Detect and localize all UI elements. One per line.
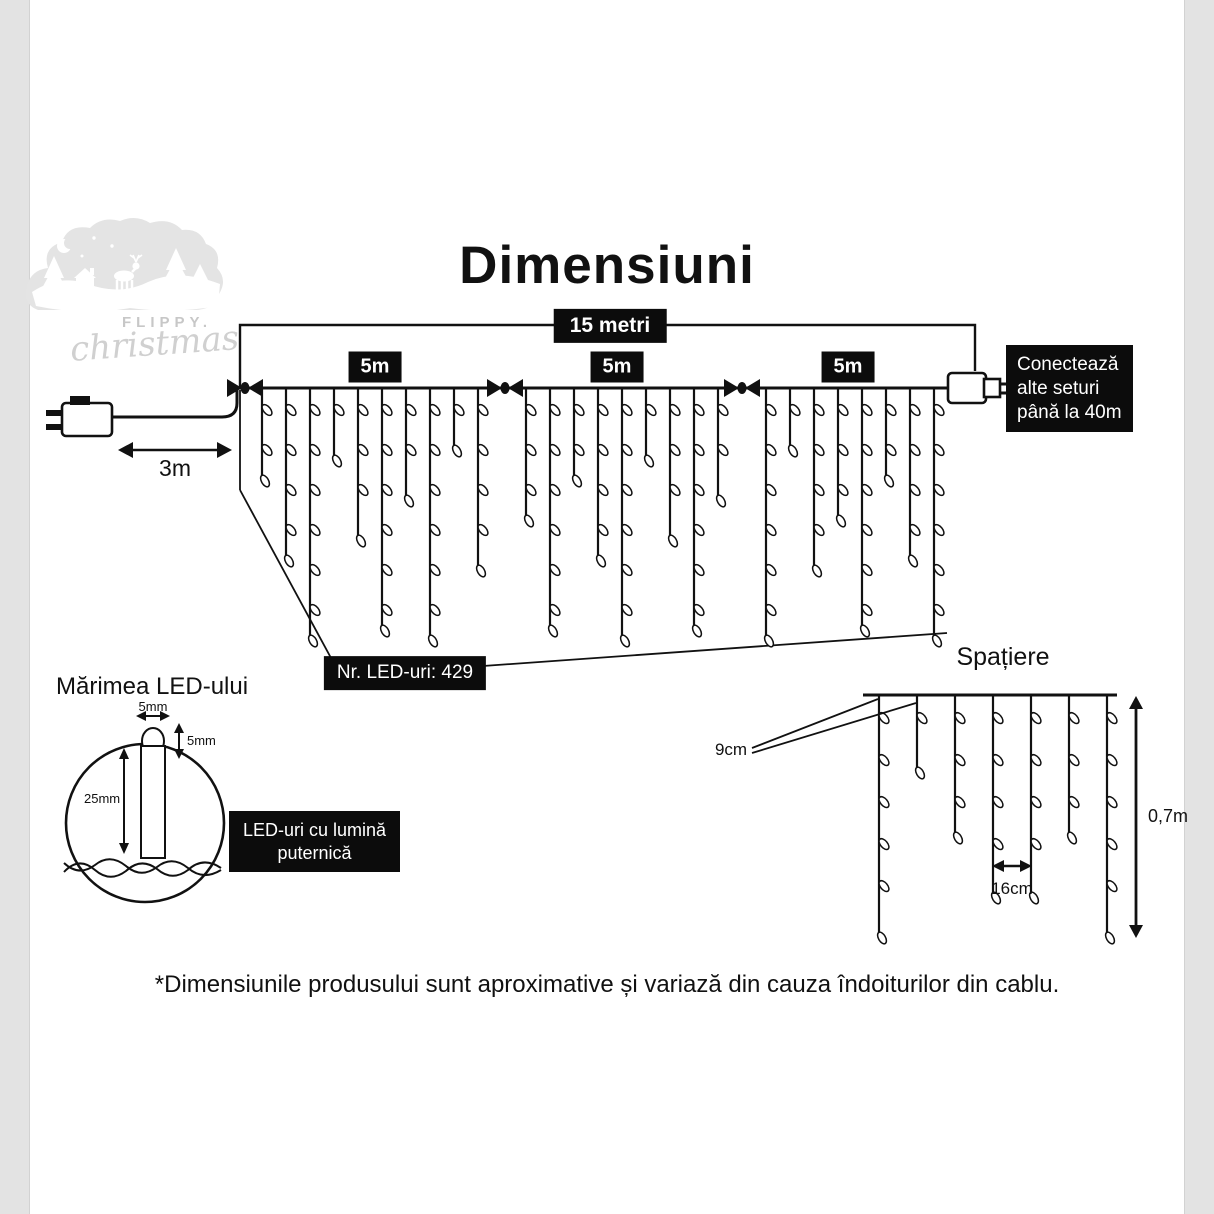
lead-length-label: 3m	[159, 455, 191, 481]
drop-height-label: 0,7m	[1148, 806, 1189, 826]
lead-length-arrow	[118, 442, 232, 458]
bulb-width-label: 5mm	[138, 699, 168, 714]
spacing-heading: Spațiere	[956, 643, 1050, 671]
bulb-width-arrow	[136, 711, 170, 721]
segment-badge-2: 5m	[590, 351, 644, 383]
segment-badge-3: 5m	[821, 351, 875, 383]
drop-height-arrow	[1129, 696, 1143, 938]
led-size-heading: Mărimea LED-ului	[56, 673, 249, 700]
led-illustration	[140, 727, 166, 859]
led-gap-label: 16cm	[991, 879, 1033, 898]
brand-logo: FLIPPY. christmas	[24, 212, 240, 380]
total-length-badge: 15 metri	[553, 308, 667, 344]
led-brightness-badge: LED-uri cu lumină puternică	[229, 811, 401, 872]
body-length-arrow	[119, 748, 129, 854]
lead-cord	[112, 389, 239, 419]
page-edge-right	[1184, 0, 1214, 1214]
led-gap-arrow	[992, 860, 1032, 872]
page-edge-left	[0, 0, 30, 1214]
led-count-badge: Nr. LED-uri: 429	[323, 656, 487, 690]
led-count-callout-lines	[239, 390, 948, 667]
page-title: Dimensiuni	[459, 236, 755, 295]
drop-gap-callout-lines	[751, 698, 917, 754]
disclaimer-footnote: *Dimensiunile produsului sunt aproximati…	[154, 971, 1060, 998]
power-plug-icon	[46, 396, 114, 438]
segment-badge-1: 5m	[348, 351, 402, 383]
body-length-label: 25mm	[84, 791, 121, 806]
bulb-height-label: 5mm	[187, 733, 216, 748]
main-curtain-drops	[259, 388, 945, 648]
bulb-height-arrow	[174, 723, 184, 759]
twisted-cable-icon	[63, 858, 222, 878]
end-plug-icon	[946, 371, 1011, 405]
logo-brand-text: FLIPPY.	[122, 314, 213, 331]
logo-scene	[25, 217, 224, 312]
spacing-drops	[876, 695, 1118, 945]
connect-note-badge: Conectează alte seturi până la 40m	[1006, 345, 1133, 433]
drop-gap-label: 9cm	[714, 740, 748, 759]
